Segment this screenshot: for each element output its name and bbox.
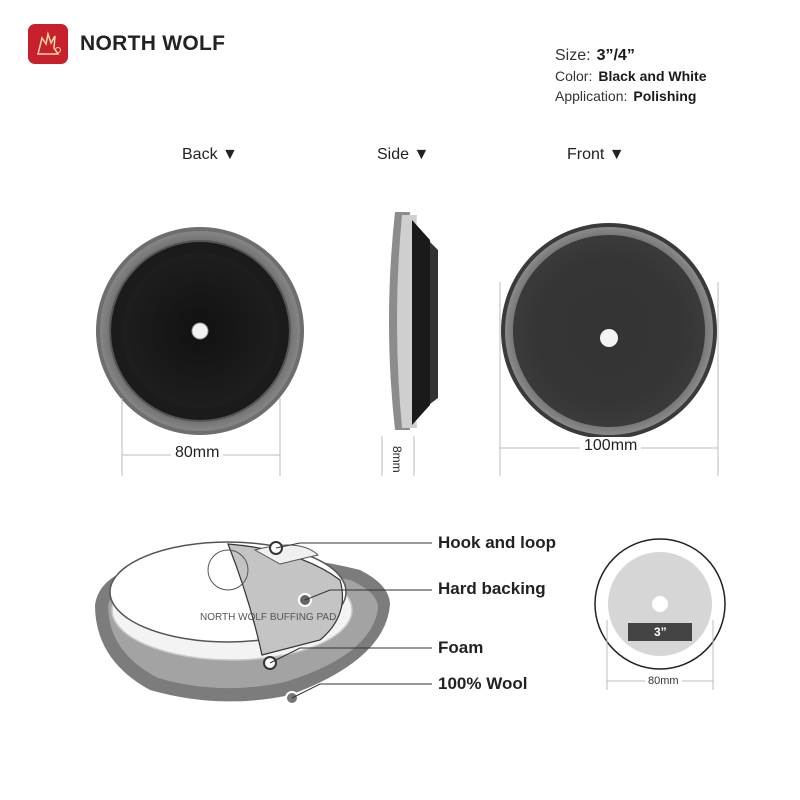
spec-size-value: 3”/4” bbox=[596, 47, 635, 64]
wolf-logo-icon bbox=[28, 24, 68, 64]
back-width-label: 80mm bbox=[171, 444, 224, 462]
spec-color-label: Color: bbox=[555, 68, 593, 84]
front-view-pad bbox=[501, 223, 717, 439]
brand-header: NORTH WOLF bbox=[28, 24, 225, 64]
front-view-label: Front ▼ bbox=[567, 146, 625, 163]
diagram-width-label: 80mm bbox=[645, 675, 682, 687]
spec-list: Size: 3”/4” Color: Black and White Applica… bbox=[555, 46, 707, 106]
side-thickness-label: 8mm bbox=[390, 442, 404, 477]
pad-printed-text: NORTH WOLF BUFFING PAD bbox=[200, 612, 336, 623]
layer-diagram: NORTH WOLF BUFFING PAD bbox=[95, 541, 432, 705]
brand-name: NORTH WOLF bbox=[80, 32, 226, 55]
spec-color-value: Black and White bbox=[598, 68, 707, 84]
spec-application: Application: Polishing bbox=[555, 86, 707, 106]
size-tag-label: 3” bbox=[654, 625, 667, 639]
size-diagram bbox=[594, 538, 726, 690]
back-view-label: Back ▼ bbox=[182, 146, 238, 163]
spec-color: Color: Black and White bbox=[555, 66, 707, 86]
spec-size-label: Size: bbox=[555, 47, 591, 64]
front-width-label: 100mm bbox=[580, 437, 642, 455]
side-view-label: Side ▼ bbox=[377, 146, 430, 163]
product-views bbox=[96, 212, 719, 476]
side-view-pad bbox=[389, 212, 438, 430]
spec-application-label: Application: bbox=[555, 88, 628, 104]
callout-wool: 100% Wool bbox=[438, 674, 528, 693]
back-view-pad bbox=[96, 227, 304, 435]
callout-hard-backing: Hard backing bbox=[438, 579, 546, 598]
spec-application-value: Polishing bbox=[633, 88, 697, 104]
callout-hook-and-loop: Hook and loop bbox=[438, 533, 557, 552]
spec-size: Size: 3”/4” bbox=[555, 46, 707, 66]
callout-foam: Foam bbox=[438, 638, 484, 657]
